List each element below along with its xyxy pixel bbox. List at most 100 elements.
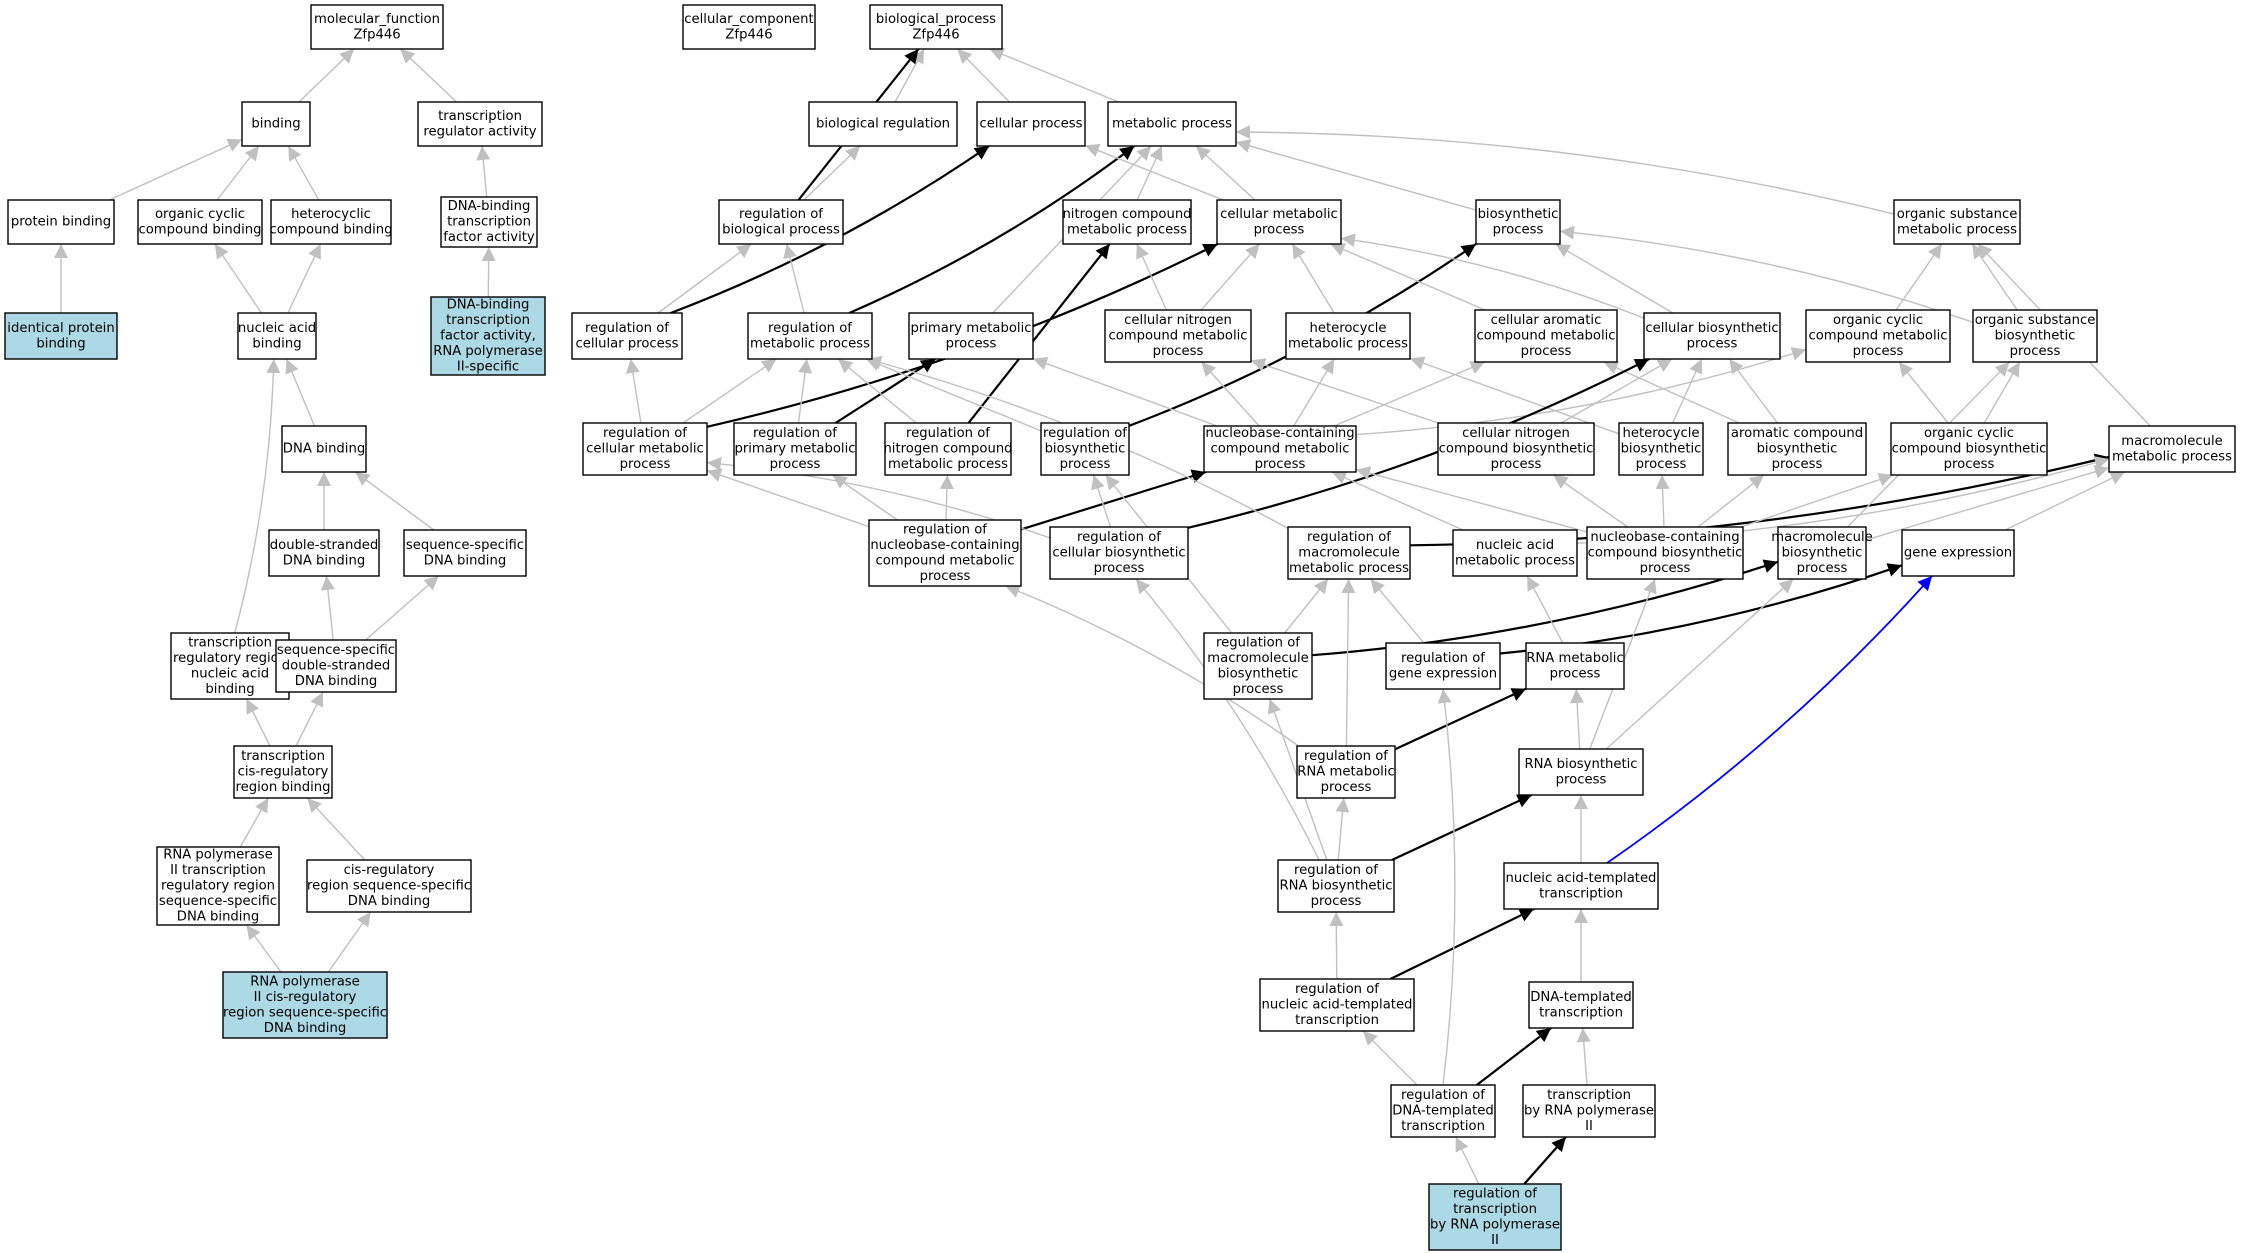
edge-is_a-binding-to-mf_root [298, 48, 355, 103]
node-label-line: cellular metabolic [586, 442, 704, 457]
go-term-node-reg-nucleobase-metab[interactable]: regulation ofnucleobase-containingcompou… [868, 519, 1022, 587]
node-box [241, 101, 311, 147]
node-label-line: metabolic process [1289, 561, 1409, 576]
edge-is_a-reg_rna_biosynth-to-reg_cell_biosynth [1135, 578, 1320, 861]
node-label-line: compound metabolic [875, 553, 1014, 568]
node-label-line: process [1853, 344, 1904, 359]
node-label-line: Zfp446 [353, 27, 400, 42]
edge-is_a-reg_gene_expr-to-reg_macromol_metab [1370, 578, 1425, 644]
node-label-line: regulation of [1294, 863, 1378, 878]
go-term-node-gene-expr[interactable]: gene expression [1901, 529, 2015, 577]
go-term-node-dna-binding[interactable]: DNA binding [281, 425, 367, 473]
node-label-line: nucleic acid-templated [1506, 871, 1657, 886]
go-term-node-cell-proc[interactable]: cellular process [976, 101, 1086, 147]
edge-regulates-reg_cell_biosynth-to-cell_biosynth [1187, 358, 1650, 529]
edge-is_a-cr_region_ss_binding-to-tcr_binding [306, 797, 366, 861]
node-label-line: metabolic process [2112, 449, 2232, 464]
edge-is_a-org_sub_metab-to-metab_proc [1235, 125, 1895, 215]
node-label-line: compound metabolic [1808, 329, 1947, 344]
node-box [747, 312, 873, 360]
node-label-line: regulation of [1216, 635, 1300, 650]
node-label-line: compound metabolic [1210, 442, 1349, 457]
node-label-line: macromolecule [1207, 651, 1308, 666]
node-label-line: compound biosynthetic [1439, 442, 1594, 457]
node-box [1285, 312, 1411, 360]
edge-is_a-rnap2_tr_region_binding-to-tcr_binding [239, 797, 269, 848]
go-term-node-bio-reg[interactable]: biological regulation [808, 101, 958, 147]
go-term-node-reg-macromol-biosynth[interactable]: regulation ofmacromoleculebiosyntheticpr… [1203, 632, 1313, 700]
node-box [1475, 199, 1561, 245]
node-label-line: II [1585, 1119, 1593, 1134]
go-term-node-protein-binding[interactable]: protein binding [7, 199, 115, 245]
node-label-line: compound metabolic [1108, 329, 1247, 344]
go-term-node-metab-proc[interactable]: metabolic process [1107, 101, 1237, 147]
node-box [1277, 859, 1395, 913]
edge-is_a-biosynth-to-metab_proc [1235, 139, 1477, 211]
edge-is_a-nucleic_acid_metab-to-nucleobase_metab [1331, 471, 1464, 531]
node-label-line: Zfp446 [912, 27, 959, 42]
node-label-line: regulatory region [173, 651, 287, 666]
go-term-node-binding[interactable]: binding [241, 101, 311, 147]
